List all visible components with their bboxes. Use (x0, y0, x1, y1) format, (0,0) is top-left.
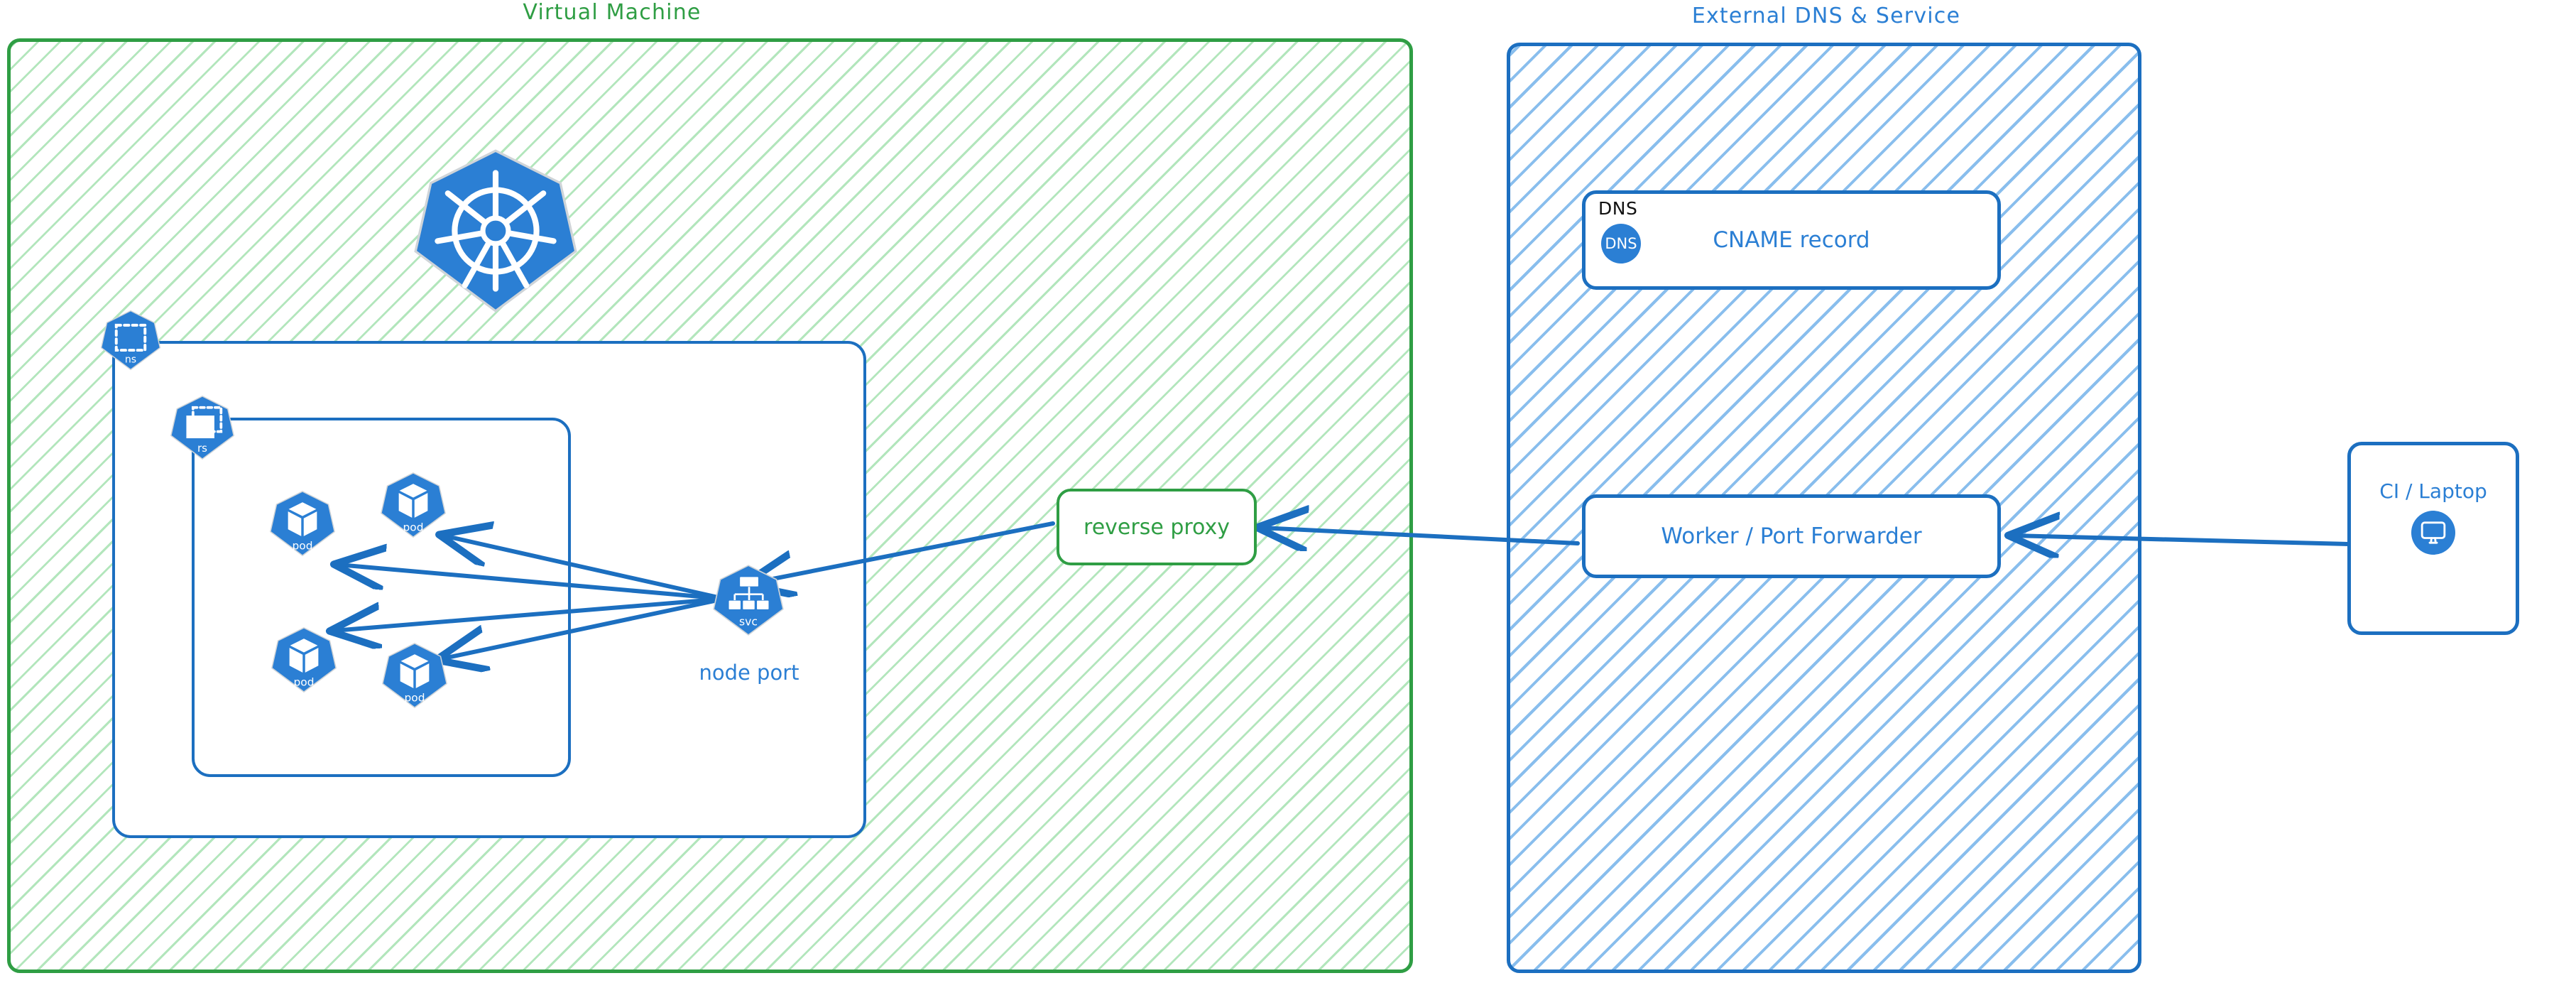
dns-group-tag: DNS (1598, 198, 1638, 219)
pod-4-icon: pod (381, 639, 449, 712)
kubernetes-logo-icon (410, 146, 581, 316)
service-badge-text: svc (739, 615, 758, 628)
reverse-proxy-box[interactable]: reverse proxy (1057, 489, 1257, 565)
panel-title-virtual-machine: Virtual Machine (523, 0, 702, 25)
pod-3-icon: pod (270, 624, 338, 696)
pod-4-badge-text: pod (405, 691, 425, 704)
service-icon: svc (711, 561, 785, 639)
pod-2-icon: pod (379, 469, 447, 541)
namespace-icon: ns (99, 307, 162, 374)
pod-2-badge-text: pod (403, 521, 424, 533)
ci-laptop-label: CI / Laptop (2379, 479, 2487, 503)
replicaset-icon: rs (169, 392, 236, 463)
pod-3-badge-text: pod (294, 675, 315, 688)
dns-icon: DNS (1601, 224, 1641, 264)
ci-laptop-box[interactable]: CI / Laptop (2347, 442, 2519, 635)
node-port-caption: node port (699, 661, 799, 685)
cname-record-label: CNAME record (1713, 227, 1870, 253)
worker-port-forwarder-label: Worker / Port Forwarder (1661, 523, 1922, 549)
dns-record-box[interactable]: DNS DNS CNAME record (1582, 190, 2001, 290)
namespace-badge-text: ns (125, 354, 136, 366)
pod-1-icon: pod (268, 487, 337, 560)
replicaset-badge-text: rs (197, 442, 207, 455)
reverse-proxy-label: reverse proxy (1084, 514, 1230, 540)
pod-1-badge-text: pod (293, 539, 313, 552)
panel-title-external-dns-service: External DNS & Service (1691, 4, 1961, 28)
worker-port-forwarder-box[interactable]: Worker / Port Forwarder (1582, 494, 2001, 578)
desktop-monitor-icon (2411, 511, 2455, 555)
